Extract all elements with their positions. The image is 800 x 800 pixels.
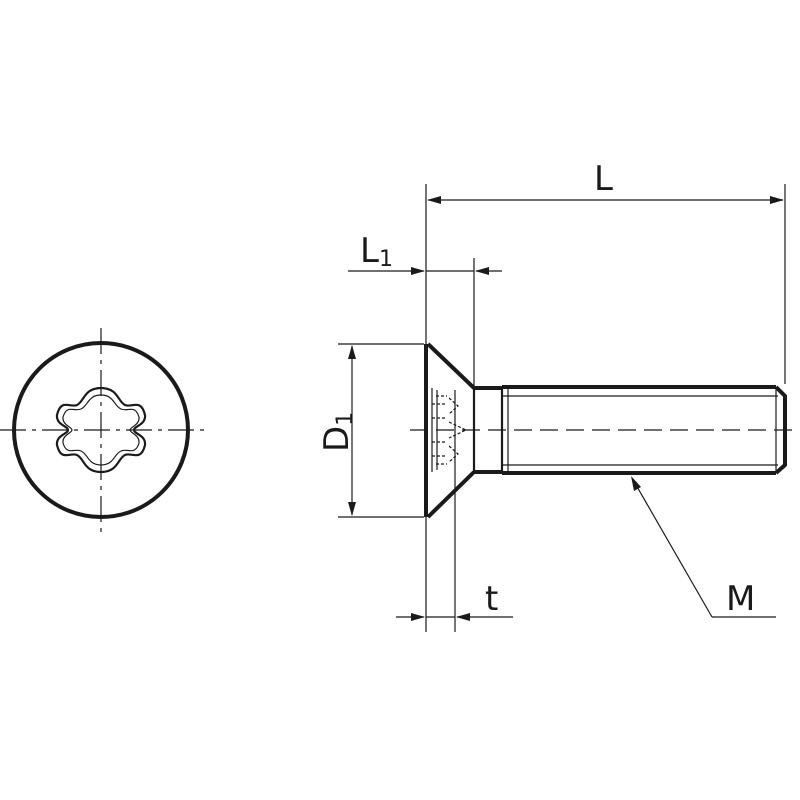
dim-arrow-t-left	[411, 613, 425, 621]
dim-arrow-D1-top	[348, 345, 356, 359]
head-cone-upper	[426, 342, 476, 390]
leader-M-arrow	[631, 476, 641, 491]
dim-arrow-t-right	[456, 613, 470, 621]
dim-arrow-L-left	[427, 196, 441, 204]
label-L: L	[594, 159, 613, 199]
label-M: M	[726, 579, 755, 619]
dim-arrow-L1-right	[475, 267, 489, 275]
head-cone-lower	[426, 470, 476, 519]
screw-side-view	[410, 342, 800, 519]
label-L1-sub: 1	[379, 247, 393, 272]
dim-arrow-D1-bottom	[348, 502, 356, 516]
torx-recess-icon	[55, 386, 147, 474]
head-end-view	[0, 328, 205, 532]
torx-recess-inner-icon	[62, 394, 140, 466]
label-L1: L1	[360, 231, 393, 272]
label-t: t	[485, 579, 498, 619]
dim-arrow-L-right	[770, 196, 784, 204]
leader-M	[631, 477, 713, 618]
label-D1-main: D	[317, 426, 357, 452]
dim-arrow-L1-left	[411, 267, 425, 275]
label-D1: D1	[317, 412, 358, 452]
label-D1-sub: 1	[333, 412, 358, 426]
label-L1-main: L	[360, 231, 379, 271]
dimensions: L L1 D1 t M	[317, 159, 786, 632]
